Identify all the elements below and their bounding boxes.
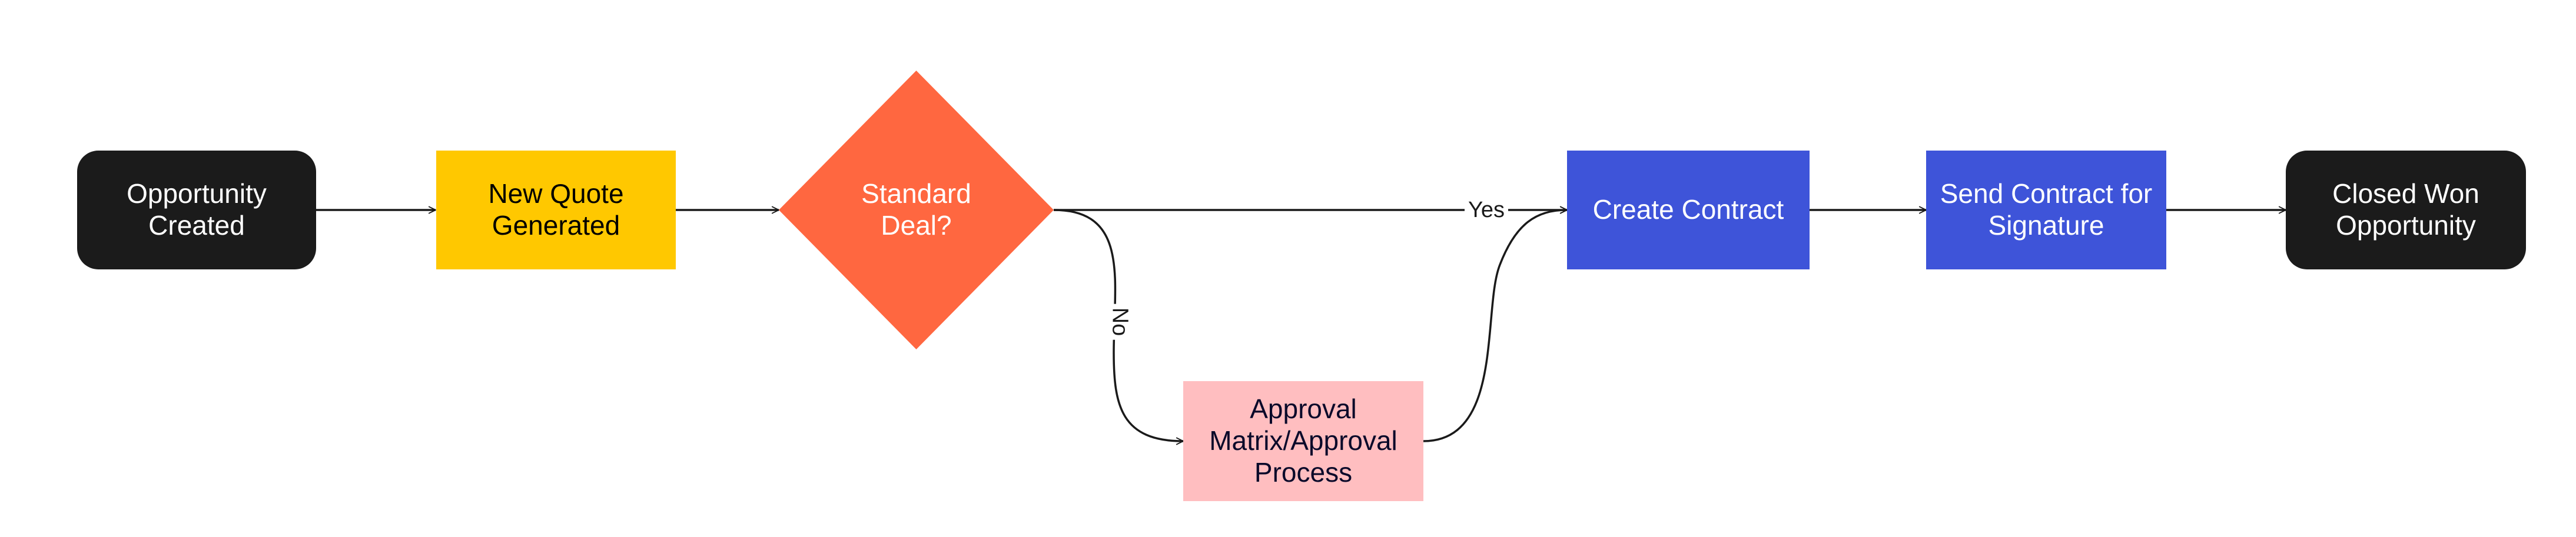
node-new-quote-generated-label: New Quote Generated bbox=[488, 178, 624, 241]
edge-approval-to-contract bbox=[1423, 206, 1568, 442]
node-approval-process-label: Approval Matrix/Approval Process bbox=[1209, 393, 1397, 488]
node-opportunity-created: Opportunity Created bbox=[77, 151, 316, 269]
node-send-contract: Send Contract for Signature bbox=[1926, 151, 2166, 269]
edge-label-yes: Yes bbox=[1465, 198, 1508, 222]
node-send-contract-label: Send Contract for Signature bbox=[1940, 178, 2153, 241]
node-opportunity-created-label: Opportunity Created bbox=[127, 178, 267, 241]
node-approval-process: Approval Matrix/Approval Process bbox=[1183, 381, 1423, 501]
edge-label-no: No bbox=[1107, 303, 1133, 340]
node-closed-won-label: Closed Won Opportunity bbox=[2332, 178, 2479, 241]
node-new-quote-generated: New Quote Generated bbox=[436, 151, 676, 269]
node-create-contract: Create Contract bbox=[1567, 151, 1810, 269]
node-standard-deal-label: Standard Deal? bbox=[861, 178, 971, 241]
edge-decision-no bbox=[1053, 209, 1184, 445]
node-standard-deal-decision: Standard Deal? bbox=[779, 71, 1054, 349]
node-create-contract-label: Create Contract bbox=[1592, 194, 1784, 225]
node-closed-won: Closed Won Opportunity bbox=[2286, 151, 2526, 269]
